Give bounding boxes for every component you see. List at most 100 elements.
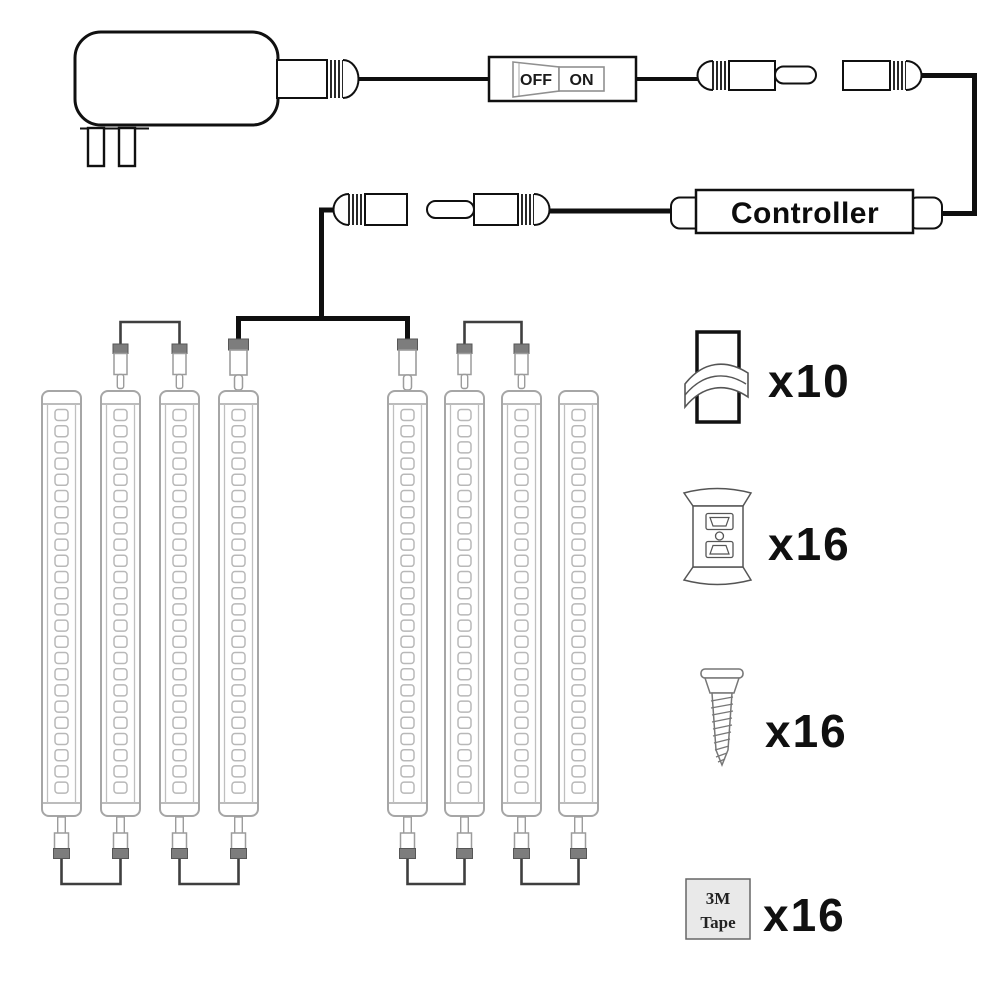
- led-chip: [457, 765, 472, 778]
- led-chip: [571, 619, 586, 632]
- led-chip: [400, 732, 415, 746]
- led-chip: [54, 619, 69, 632]
- led-chip: [231, 570, 246, 584]
- cable-clip-qty: x10: [768, 355, 851, 407]
- led-chip: [113, 408, 128, 422]
- led-bar: [41, 390, 82, 817]
- feed-connector: [397, 338, 418, 391]
- led-chip: [113, 684, 128, 697]
- connector-band: [397, 338, 418, 351]
- led-chip: [54, 748, 69, 762]
- led-chip: [54, 635, 69, 649]
- led-chip: [172, 765, 187, 778]
- cable-clip-band: [684, 363, 749, 410]
- clip-bottom-flange: [682, 566, 753, 586]
- led-bar: [501, 390, 542, 817]
- plug-pin: [774, 65, 817, 85]
- connector-band: [171, 343, 188, 354]
- led-chip: [457, 603, 472, 616]
- led-chip: [172, 651, 187, 665]
- led-chip: [571, 570, 586, 584]
- led-chip: [457, 781, 472, 794]
- led-chip: [113, 441, 128, 454]
- led-chip: [457, 748, 472, 762]
- led-chip: [514, 554, 529, 568]
- led-chip: [571, 603, 586, 616]
- led-chip: [457, 667, 472, 681]
- led-chip: [457, 554, 472, 568]
- led-chip: [571, 522, 586, 535]
- led-chip: [54, 538, 69, 551]
- bottom-jumper-cable: [399, 816, 473, 886]
- led-chip: [231, 424, 246, 438]
- led-chip: [514, 781, 529, 794]
- led-chip: [457, 489, 472, 503]
- led-chip: [113, 667, 128, 681]
- led-chip: [514, 748, 529, 762]
- screw-threads: [710, 696, 734, 763]
- connector-stripes: [889, 61, 907, 90]
- led-chip: [172, 716, 187, 730]
- feed-connector: [228, 338, 249, 391]
- top-jumper-cable: [456, 320, 530, 390]
- led-chip: [514, 651, 529, 665]
- led-chip: [514, 700, 529, 713]
- led-chip: [54, 651, 69, 665]
- led-chip: [514, 424, 529, 438]
- led-chip: [400, 586, 415, 600]
- led-chip: [231, 635, 246, 649]
- mounting-clip-qty: x16: [768, 518, 851, 570]
- led-chip: [172, 538, 187, 551]
- led-chip: [457, 651, 472, 665]
- bottom-jumper-cables: [53, 816, 587, 886]
- connector-stripes: [326, 60, 344, 98]
- led-chip: [457, 408, 472, 422]
- led-chip: [231, 700, 246, 713]
- connector-band: [570, 848, 587, 859]
- adapter-dc-connector: [276, 59, 328, 99]
- led-chip: [457, 684, 472, 697]
- led-chip: [54, 441, 69, 454]
- led-chip: [514, 505, 529, 519]
- led-chip: [400, 473, 415, 487]
- dc-plug-male-2: [426, 193, 551, 226]
- switch-rocker-on: [558, 66, 605, 92]
- led-chip: [514, 619, 529, 632]
- led-chip: [172, 586, 187, 600]
- led-chip: [400, 489, 415, 503]
- screw-qty: x16: [765, 705, 848, 757]
- led-chip: [113, 538, 128, 551]
- led-chip: [172, 748, 187, 762]
- led-chip: [231, 651, 246, 665]
- power-switch: OFF ON: [487, 55, 638, 103]
- led-chip: [54, 716, 69, 730]
- led-chip: [113, 781, 128, 794]
- led-chip: [54, 603, 69, 616]
- led-chip: [400, 457, 415, 470]
- connector-band: [112, 848, 129, 859]
- dc-jack-female-2: [332, 193, 408, 226]
- power-adapter: [73, 30, 360, 168]
- led-chip: [457, 716, 472, 730]
- led-chip: [54, 586, 69, 600]
- led-chip: [514, 457, 529, 470]
- led-chip: [571, 441, 586, 454]
- led-chip: [571, 716, 586, 730]
- led-chip: [457, 732, 472, 746]
- led-bar: [558, 390, 599, 817]
- led-chip: [172, 570, 187, 584]
- power-prong: [117, 126, 137, 168]
- led-chip: [172, 619, 187, 632]
- led-chip: [113, 554, 128, 568]
- led-chip: [400, 408, 415, 422]
- connector-band: [112, 343, 129, 354]
- led-chip: [231, 765, 246, 778]
- led-chip: [457, 586, 472, 600]
- led-chip: [400, 635, 415, 649]
- led-chip: [571, 505, 586, 519]
- clip-top-flange: [682, 487, 753, 507]
- led-chip: [113, 603, 128, 616]
- led-chip: [571, 667, 586, 681]
- led-chip: [231, 619, 246, 632]
- led-chip: [113, 700, 128, 713]
